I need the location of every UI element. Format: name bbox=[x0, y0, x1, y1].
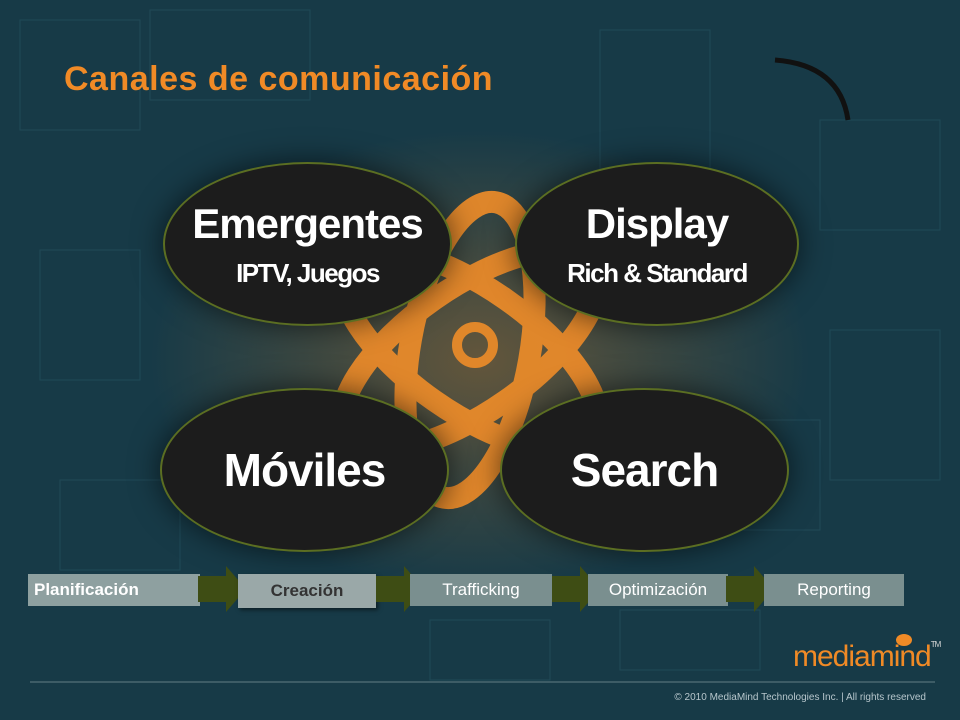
channel-emergentes-title: Emergentes bbox=[192, 199, 423, 247]
channel-search-title: Search bbox=[570, 444, 719, 496]
arrow-right-icon bbox=[726, 566, 774, 612]
step-reporting: Reporting bbox=[764, 574, 904, 606]
channel-emergentes: Emergentes IPTV, Juegos bbox=[163, 162, 452, 326]
arrow-right-icon bbox=[198, 566, 246, 612]
channel-search: Search bbox=[500, 388, 789, 552]
logo-speech-icon bbox=[896, 634, 912, 646]
channel-moviles: Móviles bbox=[160, 388, 449, 552]
logo-trademark: TM bbox=[930, 640, 942, 649]
channel-display-subtitle: Rich & Standard bbox=[567, 257, 748, 288]
channel-moviles-title: Móviles bbox=[223, 444, 387, 496]
mediamind-logo: mediamindTM bbox=[793, 640, 942, 674]
step-trafficking: Trafficking bbox=[410, 574, 552, 606]
logo-text: mediamind bbox=[793, 640, 932, 673]
channel-emergentes-subtitle: IPTV, Juegos bbox=[236, 257, 380, 288]
footer-divider bbox=[30, 681, 935, 683]
step-planificacion: Planificación bbox=[28, 574, 200, 606]
page-title: Canales de comunicación bbox=[64, 60, 494, 98]
channel-display: Display Rich & Standard bbox=[515, 162, 799, 326]
step-creacion: Creación bbox=[238, 574, 376, 608]
copyright-text: © 2010 MediaMind Technologies Inc. | All… bbox=[674, 692, 926, 703]
step-optimizacion: Optimización bbox=[588, 574, 728, 606]
channel-display-title: Display bbox=[585, 199, 729, 247]
